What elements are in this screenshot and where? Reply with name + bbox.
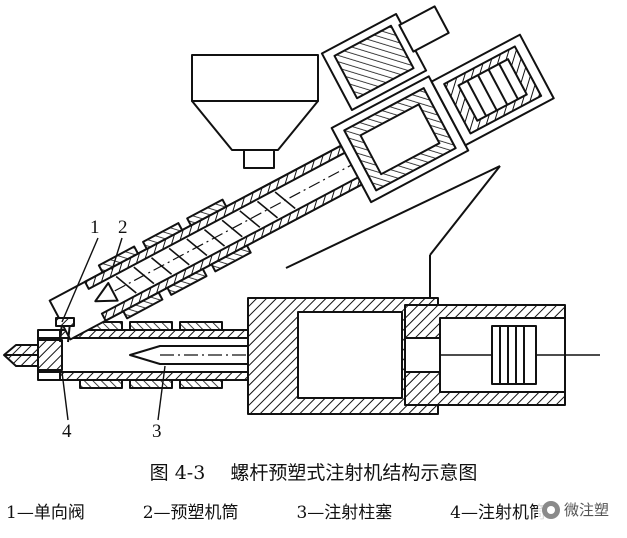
legend-item-pre-plasticizing-barrel: 2—预塑机筒 (142, 503, 239, 523)
check-valve (55, 317, 75, 343)
callout-leader-3 (157, 365, 166, 421)
callout-leader-4 (61, 371, 69, 421)
nozzle (3, 339, 63, 371)
callout-3: 3 (152, 421, 162, 442)
hopper (191, 54, 319, 169)
watermark: 微注塑 (538, 497, 614, 522)
legend-item-check-valve: 1—单向阀 (6, 503, 85, 523)
pre-plasticizing-barrel (48, 33, 555, 341)
drive-motor (320, 5, 450, 111)
injection-machine-diagram (3, 5, 600, 421)
callout-leader-2 (111, 237, 123, 271)
legend-item-injection-plunger: 3—注射柱塞 (296, 503, 393, 523)
support-frame (285, 165, 501, 298)
callout-1: 1 (90, 217, 100, 238)
wechat-logo-icon (542, 500, 560, 519)
figure-title: 图 4-3 螺杆预塑式注射机结构示意图 (149, 462, 478, 484)
legend-item-injection-barrel: 4—注射机筒 (450, 503, 546, 523)
callout-leader-1 (61, 237, 99, 323)
injection-cylinder-housing (247, 297, 600, 415)
callout-4: 4 (62, 421, 72, 442)
callout-2: 2 (118, 217, 128, 238)
figure-legend: 1—单向阀 2—预塑机筒 3—注射柱塞 4—注射机筒 (6, 498, 546, 523)
watermark-text: 微注塑 (564, 501, 610, 519)
